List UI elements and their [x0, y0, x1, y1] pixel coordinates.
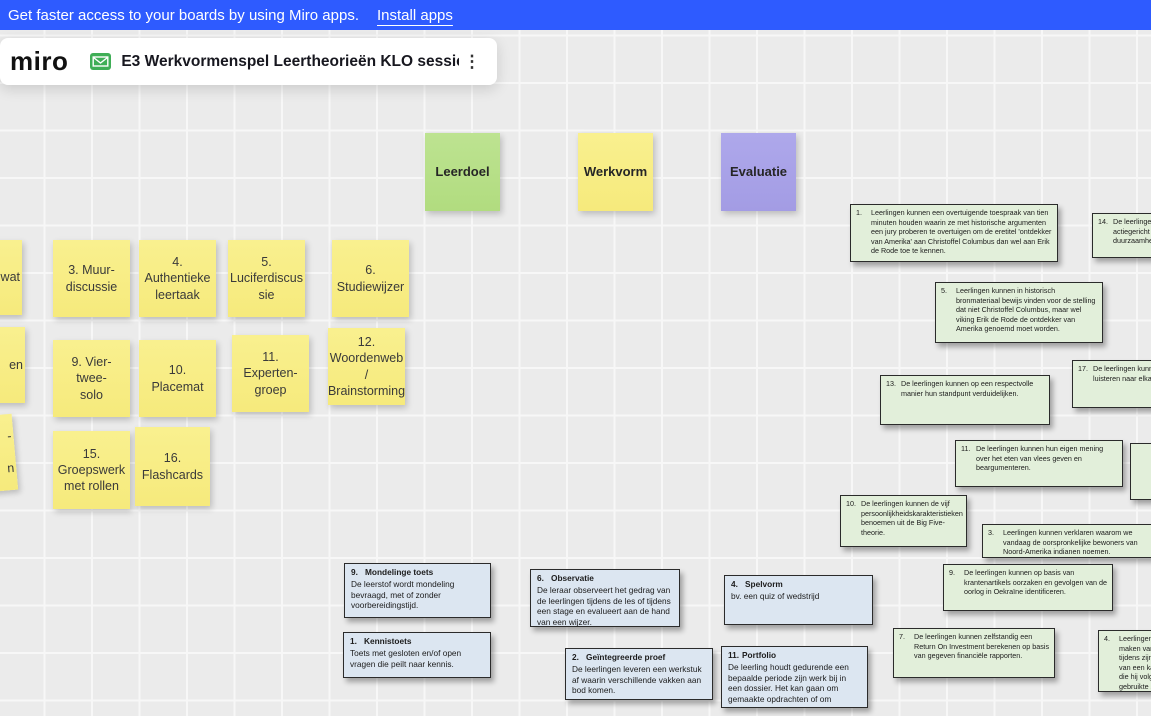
leerdoel-card[interactable]: 14. De leerlingen v actiegericht pr duurz…	[1092, 213, 1151, 258]
evaluatie-card-body: De leraar observeert het gedrag van de l…	[537, 584, 671, 627]
werkvorm-sticky-note[interactable]: 15. Groepswerk met rollen	[53, 431, 130, 509]
leerdoel-card-number: 3.	[988, 528, 994, 537]
werkvorm-sticky-note[interactable]: wat	[0, 240, 22, 315]
category-sticky-note[interactable]: Leerdoel	[425, 133, 500, 211]
leerdoel-card[interactable]: 9. De leerlingen kunnen op basis van kran…	[943, 564, 1113, 611]
leerdoel-card-text: Leerlingen kunnen verklaren waarom we va…	[1003, 528, 1138, 556]
evaluatie-card-number: 1.	[350, 636, 357, 646]
evaluatie-card-number: 4.	[731, 579, 738, 589]
install-apps-link[interactable]: Install apps	[377, 6, 453, 24]
werkvorm-sticky-note[interactable]: 5. Luciferdiscus sie	[228, 240, 305, 317]
evaluatie-card-title: Geïntegreerde proef	[586, 652, 666, 662]
evaluatie-card-body: De leerling houdt gedurende een bepaalde…	[728, 661, 849, 707]
leerdoel-card[interactable]: 17. De leerlingen kunnen luisteren naar e…	[1072, 360, 1151, 408]
leerdoel-card-number: 10.	[846, 499, 856, 508]
werkvorm-sticky-note[interactable]: 10. Placemat	[139, 340, 216, 417]
leerdoel-card-number	[1136, 447, 1149, 496]
category-sticky-note[interactable]: Evaluatie	[721, 133, 796, 211]
evaluatie-card-number: 9.	[351, 567, 358, 577]
evaluatie-card-title: Kennistoets	[364, 636, 412, 646]
category-sticky-note[interactable]: Werkvorm	[578, 133, 653, 211]
leerdoel-card[interactable]: 13. De leerlingen kunnen op een respectvo…	[880, 375, 1050, 425]
leerdoel-card[interactable]: 4. Leerlingen k maken van tijdens zijn r …	[1098, 630, 1151, 692]
evaluatie-card-body: De leerlingen leveren een werkstuk af wa…	[572, 663, 702, 696]
leerdoel-card-number: 7.	[899, 632, 905, 641]
leerdoel-card-number: 17.	[1078, 364, 1088, 373]
header-card: miro E3 Werkvormenspel Leertheorieën KLO…	[0, 38, 497, 85]
envelope-icon	[90, 53, 112, 70]
werkvorm-sticky-note[interactable]: 11. Experten- groep	[232, 335, 309, 412]
werkvorm-sticky-note[interactable]: - n	[0, 413, 19, 497]
werkvorm-sticky-note[interactable]: 16. Flashcards	[135, 427, 210, 506]
evaluatie-card-body: De leerstof wordt mondeling bevraagd, me…	[351, 578, 455, 611]
leerdoel-card-number: 11.	[961, 444, 971, 453]
leerdoel-card[interactable]: 11. De leerlingen kunnen hun eigen mening…	[955, 440, 1123, 487]
leerdoel-card[interactable]: 1. Leerlingen kunnen een overtuigende toe…	[850, 204, 1058, 262]
leerdoel-card-number: 1.	[856, 208, 862, 217]
leerdoel-card-text: De leerlingen kunnen op een respectvolle…	[901, 379, 1034, 398]
werkvorm-sticky-note[interactable]: 6. Studiewijzer	[332, 240, 409, 317]
evaluatie-card-number: 11.	[728, 650, 740, 660]
leerdoel-card-text: Leerlingen kunnen in historisch bronmate…	[956, 286, 1096, 333]
evaluatie-card-title: Spelvorm	[745, 579, 783, 589]
kebab-menu-icon[interactable]: ⋮	[463, 51, 481, 71]
leerdoel-card-text: De leerlingen kunnen op basis van krante…	[964, 568, 1108, 596]
leerdoel-card[interactable]: 5. Leerlingen kunnen in historisch bronma…	[935, 282, 1103, 343]
evaluatie-card-number: 2.	[572, 652, 579, 662]
leerdoel-card-number: 13.	[886, 379, 896, 388]
banner-message: Get faster access to your boards by usin…	[8, 6, 359, 24]
leerdoel-card-number: 14.	[1098, 217, 1108, 226]
leerdoel-card-text: Leerlingen kunnen een overtuigende toesp…	[871, 208, 1052, 255]
miro-logo[interactable]: miro	[10, 46, 69, 76]
evaluatie-card-title: Portfolio	[742, 650, 777, 660]
leerdoel-card-text: De leerlingen kunnen zelfstandig een Ret…	[914, 632, 1050, 660]
leerdoel-card-number: 4.	[1104, 634, 1110, 643]
evaluatie-card-body: Toets met gesloten en/of open vragen die…	[350, 647, 462, 669]
evaluatie-card-title: Mondelinge toets	[365, 567, 434, 577]
banner: Get faster access to your boards by usin…	[0, 0, 1151, 30]
werkvorm-sticky-note[interactable]: 3. Muur- discussie	[53, 240, 130, 317]
leerdoel-card[interactable]: 7. De leerlingen kunnen zelfstandig een R…	[893, 628, 1055, 678]
evaluatie-card-body: bv. een quiz of wedstrijd	[731, 590, 820, 601]
werkvorm-sticky-note[interactable]: en	[0, 327, 25, 403]
werkvorm-sticky-note[interactable]: 4. Authentieke leertaak	[139, 240, 216, 317]
evaluatie-card-title: Observatie	[551, 573, 594, 583]
leerdoel-card-number: 9.	[949, 568, 955, 577]
leerdoel-card-number: 5.	[941, 286, 947, 295]
evaluatie-card-number: 6.	[537, 573, 544, 583]
leerdoel-card-text: De leerlingen kunnen hun eigen mening ov…	[976, 444, 1104, 472]
leerdoel-card-text: De leerlingen v actiegericht pr duurzaam…	[1113, 217, 1151, 245]
werkvorm-sticky-note[interactable]: 9. Vier-twee- solo	[53, 340, 130, 417]
leerdoel-card-text: De leerlingen kunnen de vijf persoonlijk…	[861, 499, 963, 537]
werkvorm-sticky-note[interactable]: 12. Woordenweb / Brainstorming	[328, 328, 405, 405]
leerdoel-card-text: De leerlingen kunnen luisteren naar elka…	[1093, 364, 1151, 383]
board-title[interactable]: E3 Werkvormenspel Leertheorieën KLO sess…	[121, 52, 459, 70]
leerdoel-card-text: Leerlingen k maken van tijdens zijn r va…	[1119, 634, 1151, 691]
leerdoel-card[interactable]: 3. Leerlingen kunnen verklaren waarom we …	[982, 524, 1151, 558]
leerdoel-card[interactable]	[1130, 443, 1151, 500]
leerdoel-card[interactable]: 10. De leerlingen kunnen de vijf persoonl…	[840, 495, 967, 547]
